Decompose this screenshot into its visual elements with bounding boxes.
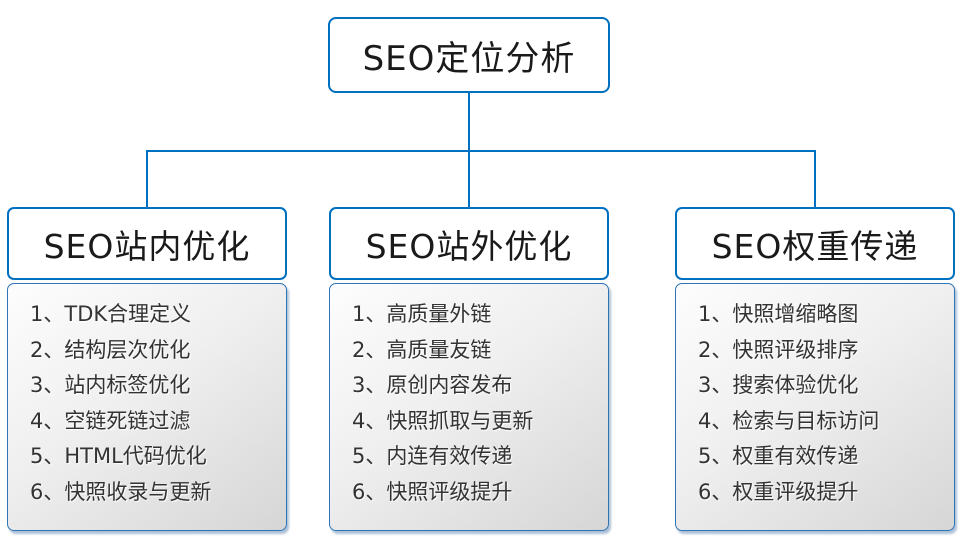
root-node-title: SEO定位分析 bbox=[362, 38, 576, 79]
list-item: 2、结构层次优化 bbox=[30, 337, 191, 362]
branch-onsite-list: 1、TDK合理定义 2、结构层次优化 3、站内标签优化 4、空链死链过滤 5、H… bbox=[7, 283, 287, 531]
list-item: 5、权重有效传递 bbox=[698, 444, 859, 468]
branch-onsite-header: SEO站内优化 bbox=[7, 207, 287, 280]
connector-right-drop bbox=[814, 150, 816, 207]
list-item: 5、内连有效传递 bbox=[352, 444, 513, 468]
branch-offsite-title: SEO站外优化 bbox=[365, 226, 573, 266]
list-item: 1、TDK合理定义 bbox=[30, 302, 192, 326]
list-item: 3、搜索体验优化 bbox=[698, 373, 859, 397]
list-item: 1、快照增缩略图 bbox=[698, 302, 859, 326]
branch-weight: SEO权重传递 1、快照增缩略图 2、快照评级排序 3、搜索体验优化 4、检索与… bbox=[675, 207, 955, 531]
connector-root-drop bbox=[468, 93, 470, 151]
list-item: 2、快照评级排序 bbox=[698, 337, 859, 362]
branch-weight-header: SEO权重传递 bbox=[675, 207, 955, 280]
list-item: 3、原创内容发布 bbox=[352, 373, 513, 397]
root-node: SEO定位分析 bbox=[328, 17, 610, 93]
branch-weight-list: 1、快照增缩略图 2、快照评级排序 3、搜索体验优化 4、检索与目标访问 5、权… bbox=[675, 283, 955, 531]
branch-weight-title: SEO权重传递 bbox=[711, 226, 919, 266]
branch-offsite: SEO站外优化 1、高质量外链 2、高质量友链 3、原创内容发布 4、快照抓取与… bbox=[329, 207, 609, 531]
list-item: 6、权重评级提升 bbox=[698, 479, 859, 504]
branch-onsite: SEO站内优化 1、TDK合理定义 2、结构层次优化 3、站内标签优化 4、空链… bbox=[7, 207, 287, 531]
branch-offsite-list: 1、高质量外链 2、高质量友链 3、原创内容发布 4、快照抓取与更新 5、内连有… bbox=[329, 283, 609, 531]
connector-horizontal bbox=[146, 150, 816, 152]
connector-left-drop bbox=[146, 150, 148, 207]
list-item: 6、快照评级提升 bbox=[352, 479, 513, 504]
list-item: 4、空链死链过滤 bbox=[30, 408, 191, 433]
list-item: 4、快照抓取与更新 bbox=[352, 408, 534, 433]
list-item: 5、HTML代码优化 bbox=[30, 444, 207, 468]
list-item: 3、站内标签优化 bbox=[30, 373, 191, 397]
branch-offsite-header: SEO站外优化 bbox=[329, 207, 609, 280]
list-item: 4、检索与目标访问 bbox=[698, 408, 880, 433]
list-item: 1、高质量外链 bbox=[352, 302, 492, 326]
connector-middle-drop bbox=[468, 150, 470, 207]
list-item: 6、快照收录与更新 bbox=[30, 479, 212, 504]
branch-onsite-title: SEO站内优化 bbox=[43, 226, 251, 266]
list-item: 2、高质量友链 bbox=[352, 337, 492, 362]
